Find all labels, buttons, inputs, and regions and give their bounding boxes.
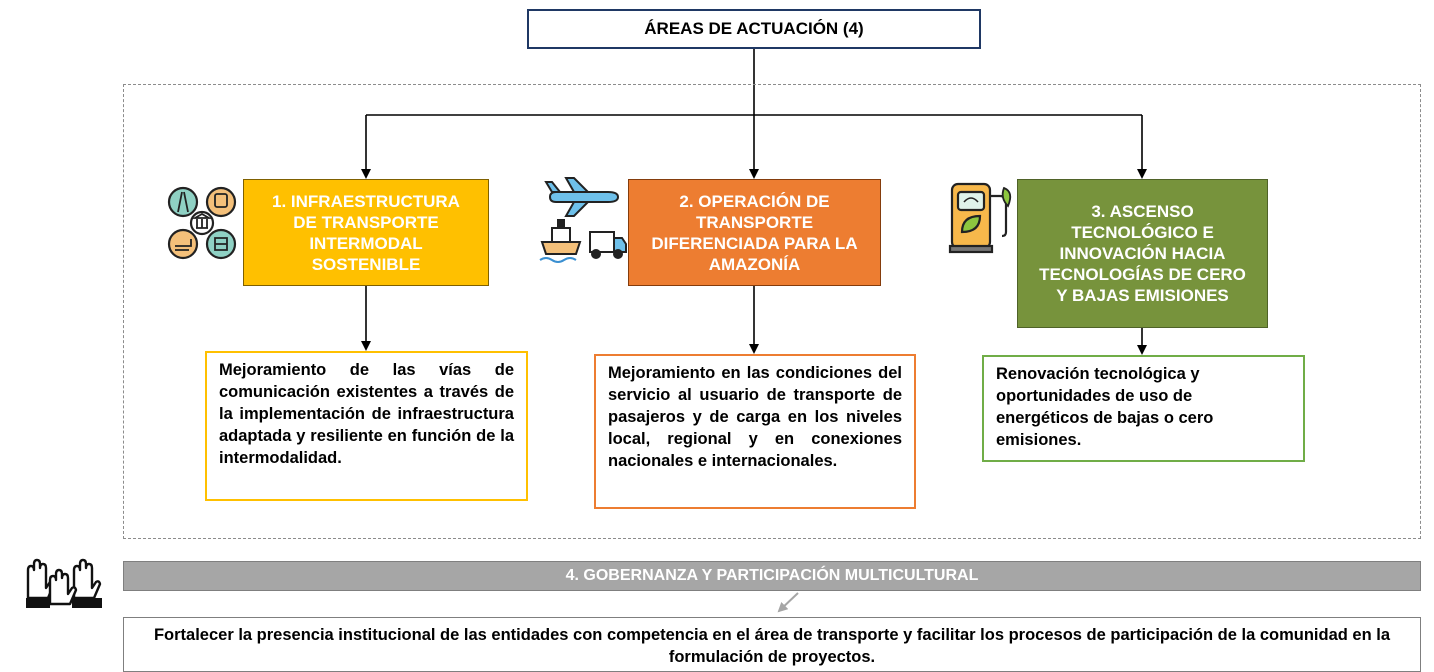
raised-hands-icon	[26, 558, 102, 608]
area-2-description-text: Mejoramiento en las condiciones del serv…	[608, 364, 902, 470]
area-1-box: 1. INFRAESTRUCTURA DE TRANSPORTE INTERMO…	[243, 179, 489, 286]
governance-description: Fortalecer la presencia institucional de…	[123, 617, 1421, 672]
area-1-description: Mejoramiento de las vías de comunicación…	[205, 351, 528, 501]
area-1-label: 1. INFRAESTRUCTURA DE TRANSPORTE INTERMO…	[272, 191, 460, 274]
governance-label: 4. GOBERNANZA Y PARTICIPACIÓN MULTICULTU…	[565, 567, 979, 584]
area-2-box: 2. OPERACIÓN DE TRANSPORTE DIFERENCIADA …	[628, 179, 881, 286]
green-fuel-pump-icon	[948, 182, 1012, 254]
area-2-label: 2. OPERACIÓN DE TRANSPORTE DIFERENCIADA …	[651, 191, 858, 274]
area-1-description-text: Mejoramiento de las vías de comunicación…	[219, 361, 514, 467]
area-2-description: Mejoramiento en las condiciones del serv…	[594, 354, 916, 509]
area-3-box: 3. ASCENSO TECNOLÓGICO E INNOVACIÓN HACI…	[1017, 179, 1268, 328]
title-text: ÁREAS DE ACTUACIÓN (4)	[644, 19, 864, 38]
plane-ship-truck-icon	[539, 177, 627, 263]
governance-bar: 4. GOBERNANZA Y PARTICIPACIÓN MULTICULTU…	[123, 561, 1421, 591]
intermodal-transport-icon	[167, 186, 237, 260]
arrow-to-governance-desc	[777, 592, 799, 613]
area-3-description-text: Renovación tecnológica y oportunidades d…	[996, 365, 1214, 449]
area-3-label: 3. ASCENSO TECNOLÓGICO E INNOVACIÓN HACI…	[1039, 202, 1246, 305]
areas-container	[123, 84, 1421, 539]
governance-description-text: Fortalecer la presencia institucional de…	[153, 626, 1391, 666]
page-title: ÁREAS DE ACTUACIÓN (4)	[527, 9, 981, 49]
area-3-description: Renovación tecnológica y oportunidades d…	[982, 355, 1305, 462]
